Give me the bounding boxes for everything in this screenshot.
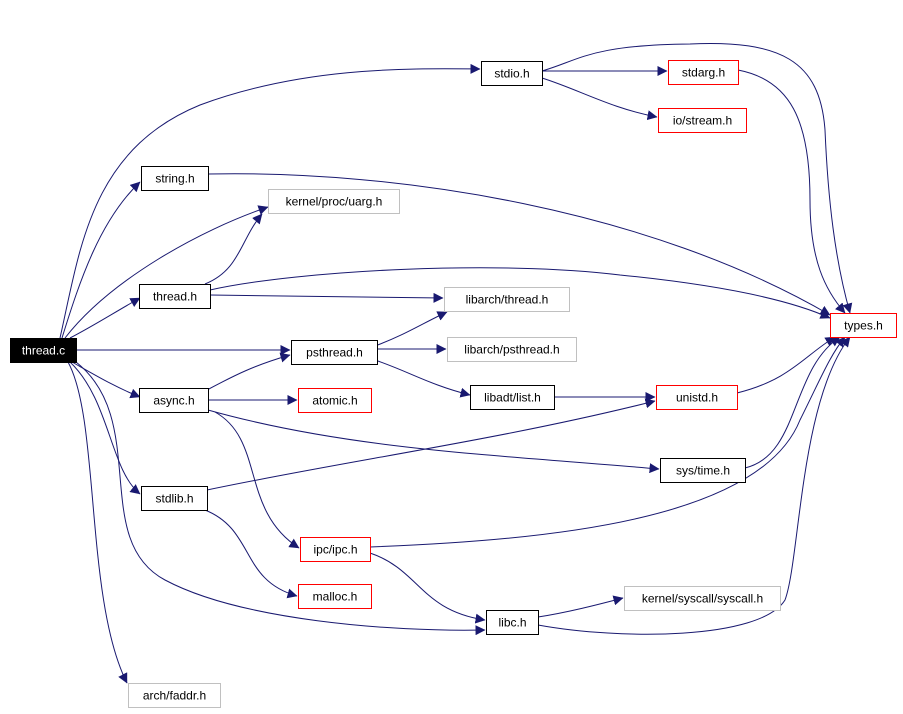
node-label: io/stream.h — [673, 114, 732, 128]
node-box — [300, 537, 371, 562]
node-box — [447, 337, 577, 362]
edge-psthread-h-to-libadt-list-h — [374, 359, 471, 398]
node-stdarg-h[interactable]: stdarg.h — [668, 60, 739, 85]
node-sys-time-h[interactable]: sys/time.h — [660, 458, 746, 483]
node-label: libarch/thread.h — [466, 293, 549, 307]
node-types-h[interactable]: types.h — [830, 313, 897, 338]
node-box — [298, 584, 372, 609]
edge-string-h-to-types-h — [207, 173, 831, 316]
edge-sys-time-h-to-types-h — [744, 336, 841, 469]
edge-stdio-h-to-types-h — [541, 43, 853, 314]
node-label: arch/faddr.h — [143, 689, 206, 703]
node-box — [128, 683, 221, 708]
edge-thread-c-to-stdio-h — [59, 63, 481, 339]
node-box — [141, 166, 209, 191]
edge-async-h-to-ipc-ipc-h — [214, 411, 300, 549]
node-label: libarch/psthread.h — [464, 343, 559, 357]
node-label: stdlib.h — [155, 492, 193, 506]
node-kernel-syscall-syscall-h[interactable]: kernel/syscall/syscall.h — [624, 586, 781, 611]
node-box — [141, 486, 208, 511]
node-box — [470, 385, 555, 410]
node-arch-faddr-h[interactable]: arch/faddr.h — [128, 683, 221, 708]
node-box — [291, 340, 378, 365]
node-label: unistd.h — [676, 391, 718, 405]
node-box — [830, 313, 897, 338]
node-label: async.h — [153, 394, 194, 408]
node-label: malloc.h — [313, 590, 358, 604]
node-psthread-h[interactable]: psthread.h — [291, 340, 378, 365]
node-label: kernel/proc/uarg.h — [286, 195, 383, 209]
node-box — [268, 189, 400, 214]
edges-layer — [59, 43, 853, 684]
node-label: types.h — [844, 319, 883, 333]
edge-async-h-to-psthread-h — [206, 352, 291, 391]
node-libarch-psthread-h[interactable]: libarch/psthread.h — [447, 337, 577, 362]
edge-libc-h-to-kernel-syscall-syscall-h — [537, 595, 624, 618]
node-label: kernel/syscall/syscall.h — [642, 592, 763, 606]
node-libadt-list-h[interactable]: libadt/list.h — [470, 385, 555, 410]
edge-unistd-h-to-types-h — [736, 336, 836, 394]
edge-thread-h-to-kernel-proc-uarg-h — [204, 213, 263, 285]
edge-thread-c-to-thread-h — [69, 297, 141, 339]
node-libc-h[interactable]: libc.h — [486, 610, 539, 635]
edge-libc-h-to-types-h — [537, 336, 851, 635]
edge-thread-c-to-arch-faddr-h — [67, 361, 128, 684]
edge-stdio-h-to-io-stream-h — [541, 77, 658, 121]
edge-stdlib-h-to-malloc-h — [204, 509, 298, 599]
node-box — [139, 388, 209, 413]
node-label: thread.h — [153, 290, 197, 304]
node-string-h[interactable]: string.h — [141, 166, 209, 191]
edge-thread-c-to-stdlib-h — [69, 361, 141, 495]
edge-thread-h-to-libarch-thread-h — [209, 292, 444, 303]
node-box — [624, 586, 781, 611]
node-box — [658, 108, 747, 133]
node-box — [298, 388, 372, 413]
edge-thread-c-to-async-h — [71, 361, 141, 399]
edge-stdlib-h-to-unistd-h — [206, 398, 656, 491]
nodes-layer: thread.c stdio.h string.h kernel/proc/uarg.… — [10, 60, 897, 708]
node-atomic-h[interactable]: atomic.h — [298, 388, 372, 413]
edge-thread-c-to-libc-h — [75, 361, 486, 636]
node-label: psthread.h — [306, 346, 363, 360]
node-label: libadt/list.h — [484, 391, 541, 405]
edge-async-h-to-sys-time-h — [207, 409, 660, 474]
node-label: atomic.h — [312, 394, 357, 408]
node-thread-h[interactable]: thread.h — [139, 284, 211, 309]
node-box — [660, 458, 746, 483]
node-label: thread.c — [22, 344, 65, 358]
node-label: ipc/ipc.h — [313, 543, 357, 557]
node-label: stdarg.h — [682, 66, 725, 80]
node-io-stream-h[interactable]: io/stream.h — [658, 108, 747, 133]
node-kernel-proc-uarg-h[interactable]: kernel/proc/uarg.h — [268, 189, 400, 214]
edge-thread-c-to-kernel-proc-uarg-h — [64, 205, 269, 339]
node-box — [10, 338, 77, 363]
edge-ipc-ipc-h-to-types-h — [369, 336, 846, 548]
node-async-h[interactable]: async.h — [139, 388, 209, 413]
node-stdio-h[interactable]: stdio.h — [481, 61, 543, 86]
node-box — [481, 61, 543, 86]
node-malloc-h[interactable]: malloc.h — [298, 584, 372, 609]
node-label: libc.h — [498, 616, 526, 630]
node-libarch-thread-h[interactable]: libarch/thread.h — [444, 287, 570, 312]
edge-ipc-ipc-h-to-libc-h — [369, 552, 486, 624]
node-box — [486, 610, 539, 635]
edge-psthread-h-to-libarch-thread-h — [374, 311, 448, 347]
edge-stdarg-h-to-types-h — [737, 69, 846, 314]
node-thread-c[interactable]: thread.c — [10, 338, 77, 363]
node-box — [139, 284, 211, 309]
edge-thread-c-to-string-h — [61, 181, 141, 339]
edge-thread-h-to-types-h — [209, 267, 831, 319]
node-label: stdio.h — [494, 67, 529, 81]
node-unistd-h[interactable]: unistd.h — [656, 385, 738, 410]
node-box — [444, 287, 570, 312]
node-stdlib-h[interactable]: stdlib.h — [141, 486, 208, 511]
node-box — [668, 60, 739, 85]
node-ipc-ipc-h[interactable]: ipc/ipc.h — [300, 537, 371, 562]
node-label: sys/time.h — [676, 464, 730, 478]
node-box — [656, 385, 738, 410]
node-label: string.h — [155, 172, 194, 186]
